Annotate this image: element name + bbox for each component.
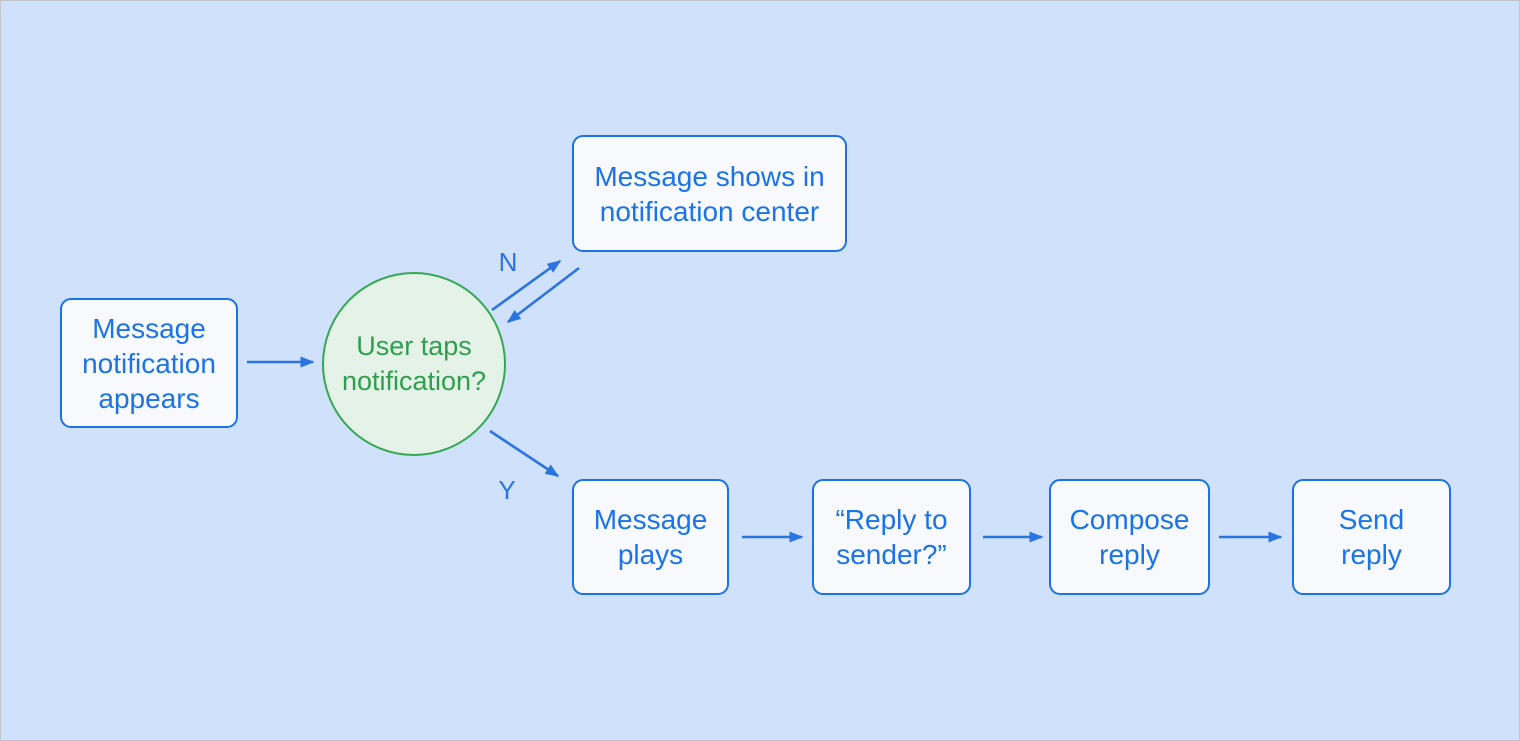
node-label: User taps notification? [341,330,487,396]
node-compose-reply: Compose reply [1049,479,1210,595]
node-send-reply: Send reply [1292,479,1451,595]
node-label: Message notification appears [82,312,216,414]
arrow-center-back-to-decision [506,266,580,324]
node-user-taps-notification-decision: User taps notification? [322,272,506,456]
arrow-decision-to-plays-y [489,429,560,478]
node-label: Compose reply [1069,504,1190,570]
edge-label-no: N [498,247,518,277]
node-label: Send reply [1338,504,1405,570]
node-message-shows-in-notification-center: Message shows in notification center [572,135,847,252]
node-label: Message plays [593,504,708,570]
edge-label-yes: Y [498,475,516,505]
node-message-notification-appears: Message notification appears [60,298,238,428]
node-reply-to-sender: “Reply to sender?” [812,479,971,595]
node-message-plays: Message plays [572,479,729,595]
node-label: Message shows in notification center [594,160,825,227]
node-label: “Reply to sender?” [835,504,948,570]
